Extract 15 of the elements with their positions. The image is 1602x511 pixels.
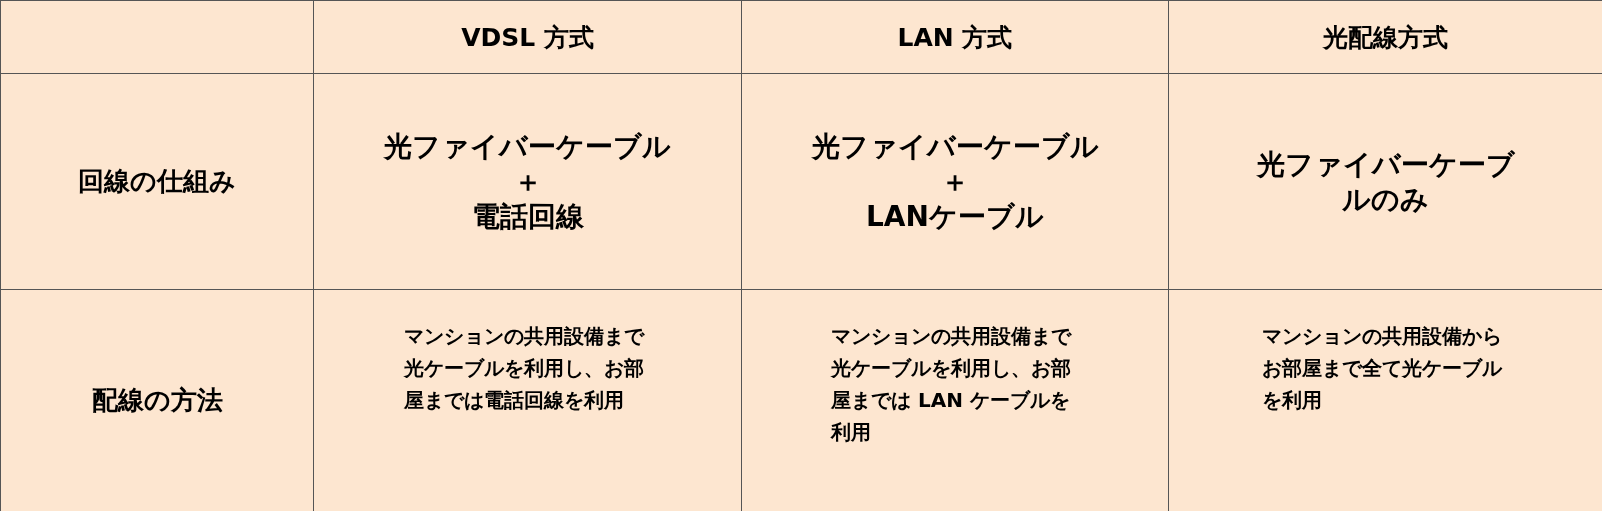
column-header: 光配線方式 (1323, 21, 1448, 54)
cell-text: ＋ (513, 164, 542, 199)
cell-text: 光ファイバーケーブル (384, 129, 671, 164)
cell-text: 電話回線 (471, 199, 584, 234)
cell-text: LANケーブル (866, 199, 1044, 234)
row-header: 回線の仕組み (78, 165, 236, 198)
cell-text: マンションの共用設備まで光ケーブルを利用し、お部屋までは電話回線を利用 (403, 323, 646, 414)
column-header: LAN 方式 (897, 21, 1013, 54)
cell-text: 光ファイバーケーブルのみ (1255, 146, 1516, 217)
cell-text: 光ファイバーケーブル (811, 129, 1099, 164)
cell-text: マンションの共用設備まで光ケーブルを利用し、お部屋までは LAN ケーブルを利用 (831, 323, 1073, 446)
row-header: 配線の方法 (91, 384, 223, 417)
cell-text: マンションの共用設備からお部屋まで全て光ケーブルを利用 (1261, 323, 1503, 414)
column-header: VDSL 方式 (461, 21, 594, 54)
cell-text: ＋ (941, 164, 969, 199)
